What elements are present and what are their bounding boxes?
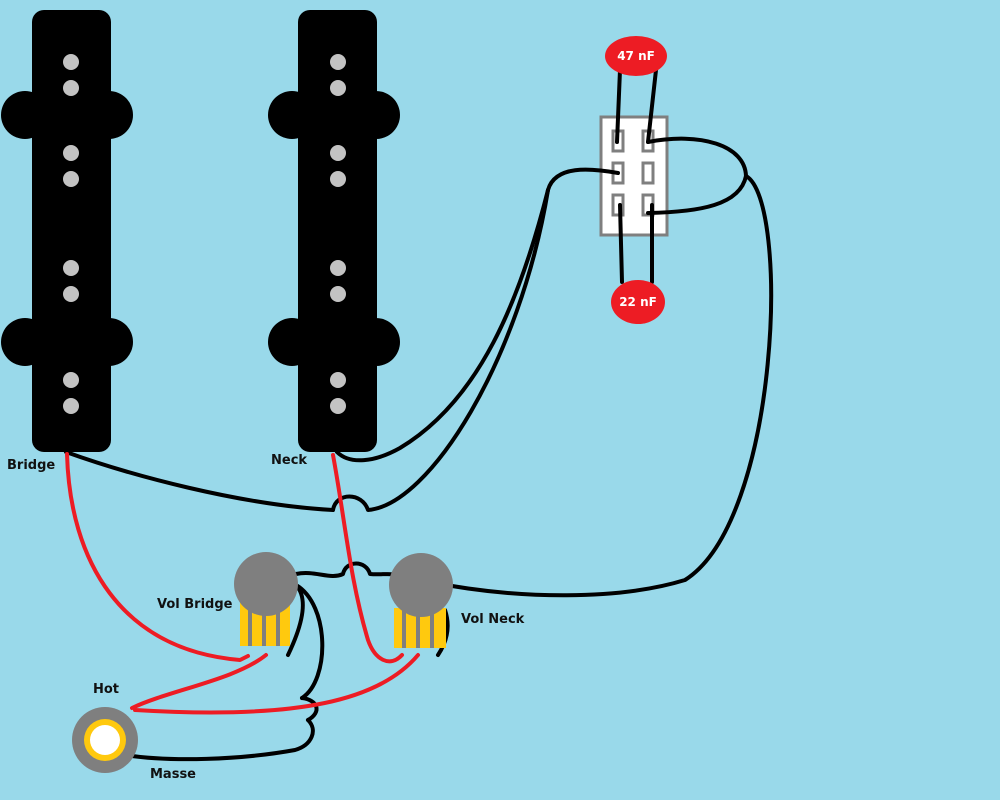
hot-label: Hot	[93, 682, 119, 697]
capacitor-47nf: 47 nF	[605, 36, 667, 76]
bridge-pole-pieces	[63, 54, 79, 414]
capacitor-22nf-label: 22 nF	[619, 295, 657, 309]
neck-label: Neck	[271, 453, 307, 468]
vol-neck-label: Vol Neck	[461, 612, 525, 627]
neck-pickup	[268, 10, 400, 452]
bridge-pickup	[1, 10, 133, 452]
bridge-label: Bridge	[7, 458, 55, 473]
vol-bridge-label: Vol Bridge	[157, 597, 233, 612]
toggle-switch	[599, 115, 669, 237]
red-wires	[65, 452, 420, 715]
output-jack	[72, 707, 138, 773]
black-wires	[64, 68, 774, 762]
vol-bridge-pot	[234, 552, 298, 646]
vol-neck-pot	[389, 553, 453, 648]
capacitor-22nf: 22 nF	[611, 280, 665, 324]
neck-pole-pieces	[330, 54, 346, 414]
masse-label: Masse	[150, 767, 196, 782]
capacitor-47nf-label: 47 nF	[617, 49, 655, 63]
